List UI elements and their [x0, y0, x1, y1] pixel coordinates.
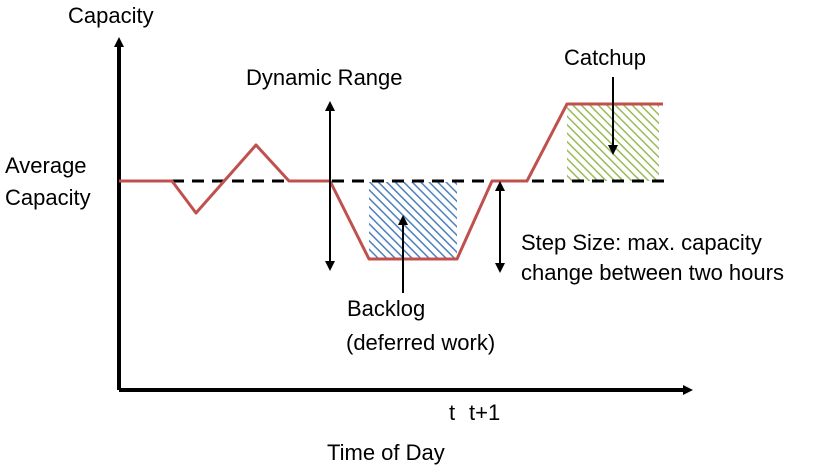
tick-label-t: t: [449, 400, 455, 425]
average-capacity-label-2: Capacity: [5, 185, 91, 210]
backlog-area: [369, 182, 457, 259]
catchup-label: Catchup: [564, 45, 646, 70]
average-capacity-label-1: Average: [5, 153, 87, 178]
capacity-line: [119, 102, 663, 261]
y-axis-label: Capacity: [68, 3, 154, 28]
backlog-label-1: Backlog: [347, 296, 425, 321]
step-size-label-1: Step Size: max. capacity: [521, 230, 762, 255]
step-size-label-2: change between two hours: [521, 260, 784, 285]
backlog-label-2: (deferred work): [346, 330, 495, 355]
tick-label-t1: t+1: [469, 400, 500, 425]
x-axis-label: Time of Day: [327, 440, 445, 465]
dynamic-range-label: Dynamic Range: [246, 65, 403, 90]
